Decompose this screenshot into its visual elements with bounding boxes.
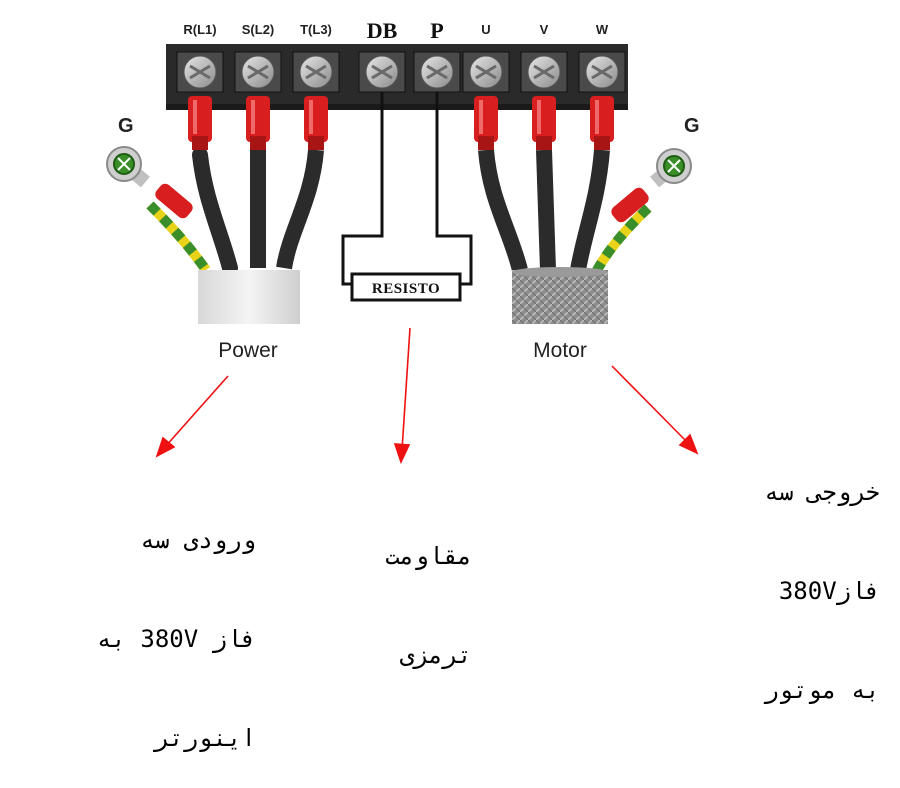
wire-lug	[474, 96, 498, 150]
input-note-line: ورودی سه	[140, 526, 256, 554]
input-arrowhead	[155, 436, 176, 458]
ground-ring-lug-icon-right	[611, 148, 692, 223]
brake-arrowhead	[393, 443, 411, 465]
output-note-line: فاز380V	[778, 577, 880, 605]
screw-terminal-icon	[462, 51, 510, 93]
terminal-label-db: DB	[367, 18, 398, 43]
brake-note-line: مقاومت	[385, 542, 472, 570]
screw-terminal-icon	[413, 51, 461, 93]
screw-terminal-icon	[358, 51, 406, 93]
terminal-label-rl1: R(L1)	[183, 22, 216, 37]
output-note-line: به موتور	[764, 676, 880, 704]
wire-lug	[532, 96, 556, 150]
wire-lug	[188, 96, 212, 150]
terminal-label-v: V	[540, 22, 549, 37]
screw-terminal-icon	[578, 51, 626, 93]
input-note-line: فاز 380V به	[97, 625, 256, 653]
wiring-diagram: R(L1) S(L2) T(L3) DB P U V W RESISTO	[106, 18, 700, 465]
brake-note-line: ترمزی	[399, 641, 472, 669]
ground-ring-lug-icon-left	[106, 146, 193, 219]
motor-cable-shield	[512, 270, 608, 324]
power-label: Power	[218, 339, 278, 362]
brake-arrow	[401, 327, 411, 451]
ground-label-left: G	[118, 115, 134, 137]
screw-terminal-icon	[520, 51, 568, 93]
terminal-label-u: U	[481, 22, 490, 37]
resistor-box-icon	[350, 272, 462, 302]
input-note: ورودی سه فاز 380V به اینورتر	[36, 458, 256, 788]
brake-note: مقاومت ترمزی	[330, 474, 472, 705]
input-note-line: اینورتر	[154, 724, 256, 752]
wire-lug	[590, 96, 614, 150]
terminal-label-tl3: T(L3)	[300, 22, 332, 37]
power-input-cables	[146, 147, 324, 276]
output-note: خروجی سه فاز380V به موتور	[700, 410, 880, 740]
wire-lug	[246, 96, 270, 150]
output-arrow	[611, 365, 690, 445]
screw-terminal-icon	[176, 51, 224, 93]
output-arrowhead	[678, 433, 699, 455]
terminal-label-w: W	[596, 22, 609, 37]
motor-label: Motor	[533, 339, 587, 362]
terminal-label-p: P	[430, 18, 443, 43]
input-arrow	[164, 375, 229, 448]
motor-output-cables	[478, 149, 652, 275]
power-cable-jacket	[198, 270, 300, 324]
output-note-line: خروجی سه	[764, 478, 880, 506]
terminal-label-sl2: S(L2)	[242, 22, 275, 37]
brake-resistor-wiring: RESISTO	[341, 92, 473, 302]
wire-lug	[304, 96, 328, 150]
ground-label-right: G	[684, 115, 700, 137]
screw-terminal-icon	[292, 51, 340, 93]
resistor-label: RESISTO	[372, 281, 440, 297]
screw-terminal-icon	[234, 51, 282, 93]
